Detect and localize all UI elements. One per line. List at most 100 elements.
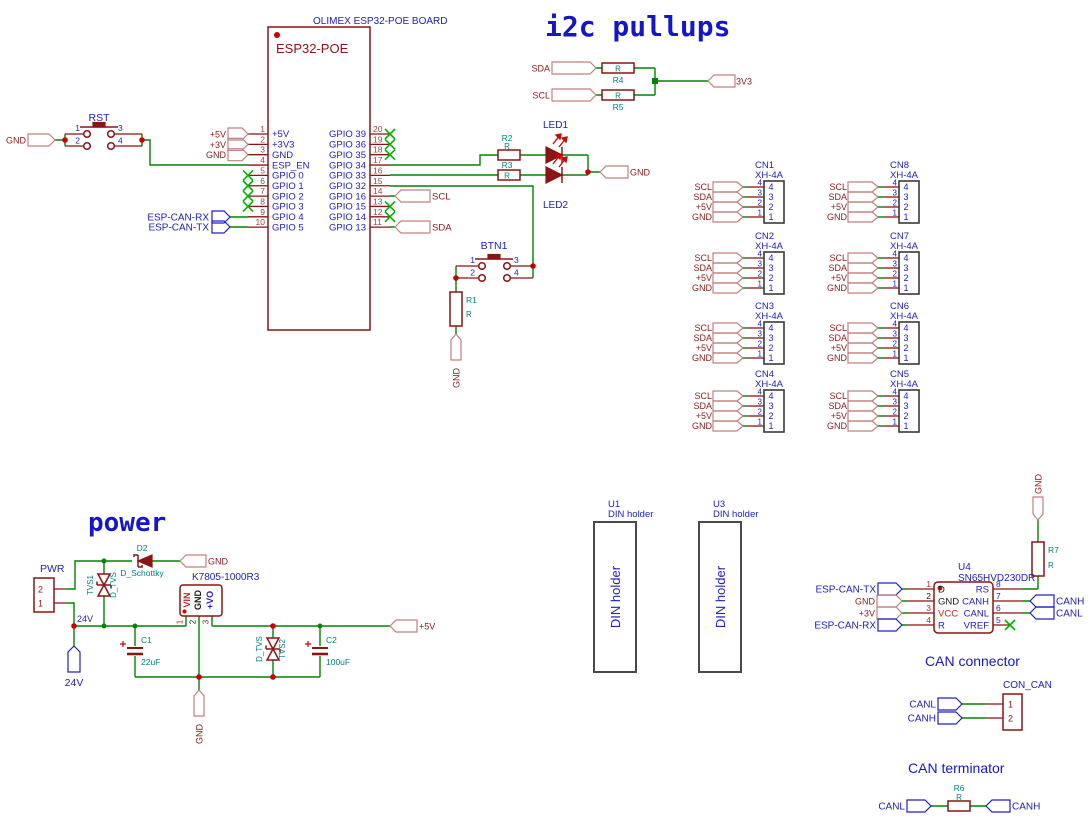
pin-number: 2 — [758, 408, 763, 417]
resistor-r3[interactable]: R3 R — [497, 160, 521, 181]
pin-number-inner: 1 — [769, 212, 774, 222]
net-label-24v-wire: 24V — [77, 614, 93, 624]
rst-pin-1: 1 — [75, 123, 80, 133]
cn-pin-label-shape — [712, 410, 744, 422]
cn-pin-label-shape — [847, 352, 879, 364]
pin-number: 4 — [758, 179, 763, 188]
pin-number-inner: 4 — [769, 182, 774, 192]
cn-body — [898, 389, 920, 433]
k7805-vin: VIN — [182, 592, 192, 607]
cn-part: XH-4A — [890, 379, 919, 390]
svg-text:CANL: CANL — [878, 802, 905, 813]
no-connect-x-icon — [242, 169, 254, 181]
r7-gnd-label: GND — [1032, 474, 1044, 521]
resistor-r6[interactable]: R6 R — [947, 783, 971, 812]
svg-text:ESP-CAN-RX: ESP-CAN-RX — [814, 621, 876, 632]
resistor-r5[interactable]: R R5 — [601, 89, 635, 112]
pin-number-inner: 3 — [904, 263, 909, 273]
pin-number: 8 — [260, 196, 265, 206]
tvs1[interactable]: TVS1 D_TVS — [86, 572, 118, 598]
cn-part: XH-4A — [755, 241, 784, 252]
diode-d2[interactable]: D2 D_Schottky — [120, 543, 164, 578]
cap-c1[interactable]: C1 22uF — [120, 635, 160, 667]
cn-ref: CN1 — [755, 160, 774, 171]
pin-name: GPIO 16 — [329, 191, 366, 202]
rst-button[interactable]: RST 1 2 3 4 — [65, 112, 142, 151]
no-connect-x-icon — [1004, 619, 1016, 631]
cn-ref: CN5 — [890, 369, 909, 380]
u4-transceiver[interactable]: U4 SN65HVD230DR 1D2GND3VCC4R8RS7CANH6CAN… — [907, 562, 1035, 634]
r7-ref: R7 — [1048, 545, 1059, 555]
no-connect-x-icon — [242, 180, 254, 192]
cn-pin-label: +5V — [696, 202, 712, 212]
esp32-name: ESP32-POE — [276, 41, 349, 56]
pin-number-inner: 3 — [769, 263, 774, 273]
pin-name: GPIO 39 — [329, 129, 366, 140]
led1[interactable]: LED1 — [543, 120, 568, 164]
cn-part: XH-4A — [890, 311, 919, 322]
pwr-connector[interactable]: PWR 2 1 — [33, 563, 66, 613]
pin-number: 18 — [373, 145, 383, 155]
pin-number-inner: 4 — [904, 323, 909, 333]
pin-name: GPIO 5 — [272, 222, 304, 233]
pin-name: GPIO 14 — [329, 212, 366, 223]
resistor-r2[interactable]: R2 R — [497, 133, 521, 161]
led2[interactable]: LED2 — [543, 153, 568, 211]
u4-ref: U4 — [958, 562, 971, 573]
svg-text:GND: GND — [6, 136, 27, 146]
cap-c2[interactable]: C2 100uF — [305, 635, 350, 667]
no-connect-x-icon — [242, 200, 254, 213]
pin-number-inner: 2 — [769, 202, 774, 212]
net-label-esp-can-rx: ESP-CAN-RX — [147, 213, 209, 224]
svg-text:SDA: SDA — [531, 64, 550, 74]
cn-ref: CN3 — [755, 301, 774, 312]
d2-ref: D2 — [137, 543, 148, 553]
pin-name: GPIO 4 — [272, 212, 304, 223]
din-holder-u1[interactable]: U1 DIN holder DIN holder — [593, 499, 653, 673]
net-label-5v: +5V — [210, 130, 226, 140]
pin-name: VCC — [938, 609, 958, 620]
cn-pin-label: GND — [692, 212, 713, 222]
svg-text:GND: GND — [1034, 474, 1044, 495]
resistor-r7[interactable]: R7 R — [1031, 541, 1059, 577]
con-can[interactable]: CON_CAN 1 2 — [985, 680, 1052, 731]
cn-pin-label-shape — [847, 181, 879, 193]
pin-name: CANH — [962, 597, 989, 608]
pin-name: GPIO 3 — [272, 202, 304, 213]
pin-number-inner: 1 — [769, 283, 774, 293]
cn-part: XH-4A — [755, 311, 784, 322]
regulator-k7805[interactable]: K7805-1000R3 VIN GND +VO 1 2 3 — [176, 572, 260, 624]
resistor-r1[interactable]: R1 R — [449, 291, 477, 327]
r3-value: R — [504, 172, 510, 181]
r3-ref: R3 — [502, 160, 513, 170]
din-holder-u3[interactable]: U3 DIN holder DIN holder — [698, 499, 758, 673]
pin-number-inner: 2 — [769, 273, 774, 283]
tvs2[interactable]: D_TVS TVS2 — [255, 636, 287, 662]
cn-pin-label-shape — [712, 181, 744, 193]
pin-name: CANL — [964, 609, 989, 620]
pin-number: 2 — [758, 270, 763, 279]
cn-part: XH-4A — [755, 170, 784, 181]
btn1-button[interactable]: BTN1 1 2 3 4 — [456, 240, 533, 283]
cn-pin-label: SCL — [829, 253, 847, 263]
no-connect-x-icon — [384, 138, 396, 150]
pin-number: 3 — [893, 398, 898, 407]
tvs1-ref: TVS1 — [86, 574, 95, 595]
cn-pin-label: +5V — [696, 343, 712, 353]
resistor-r4[interactable]: R R4 — [601, 62, 635, 85]
cn-pin-label-shape — [847, 322, 879, 334]
cn-pin-label: GND — [827, 212, 848, 222]
cn-pin-label: SCL — [694, 391, 712, 401]
btn-gnd-label: GND — [450, 333, 462, 388]
